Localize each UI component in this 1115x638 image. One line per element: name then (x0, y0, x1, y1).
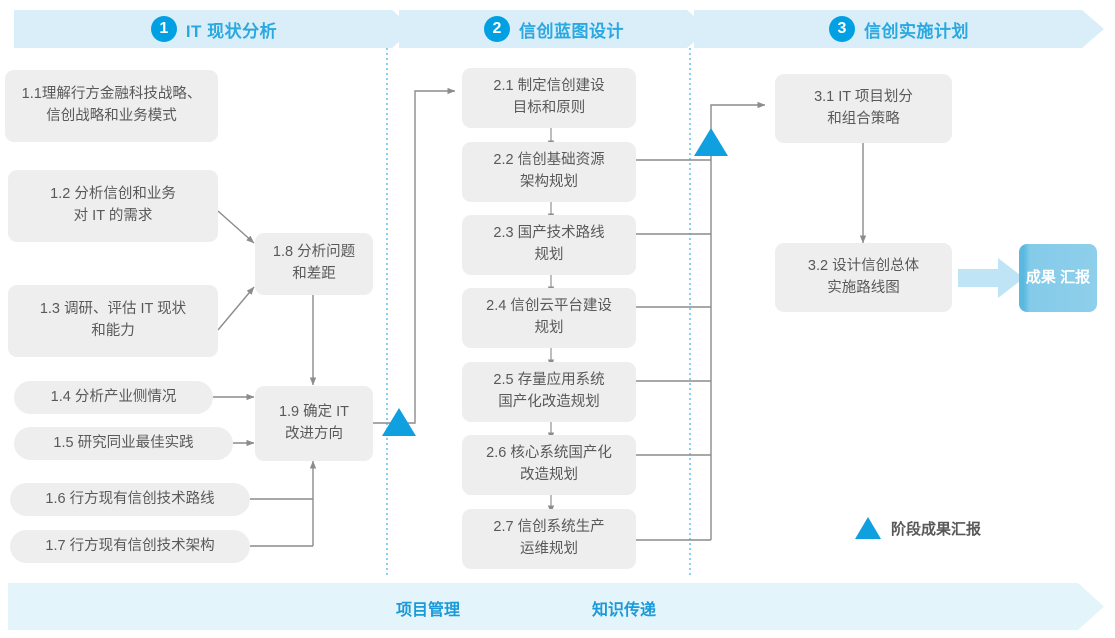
task-line: 规划 (534, 320, 564, 336)
task-line: 目标和原则 (512, 100, 586, 116)
task-line: 2.6 核心系统国产化 (486, 445, 612, 462)
task-box-2-7[interactable]: 2.7 信创系统生产 运维规划 (462, 509, 636, 569)
phase-number-3: 3 (829, 16, 855, 42)
wire-phase2-collector-to-3-1 (710, 101, 766, 540)
task-line: 2.7 信创系统生产 (493, 519, 605, 536)
phase-banner-3[interactable]: 3 信创实施计划 (694, 10, 1104, 48)
task-line: 改造规划 (520, 467, 578, 483)
lane-label-knowledge-transfer: 知识传递 (592, 602, 657, 619)
task-box-3-1[interactable]: 3.1 IT 项目划分 和组合策略 (775, 74, 952, 143)
result-line: 汇报 (1060, 268, 1091, 286)
task-line: 国产化改造规划 (498, 394, 600, 410)
phase-title-1: IT 现状分析 (185, 21, 278, 41)
task-line: 2.1 制定信创建设 (493, 78, 605, 95)
result-line: 成果 (1025, 268, 1056, 286)
phase-banner-2[interactable]: 2 信创蓝图设计 (399, 10, 709, 48)
result-badge[interactable]: 成果 汇报 (1019, 244, 1097, 312)
task-line: 1.4 分析产业侧情况 (50, 388, 177, 405)
milestone-triangle-phase2 (694, 128, 728, 156)
task-box-1-9[interactable]: 1.9 确定 IT 改进方向 (255, 386, 373, 461)
wire-1-3-to-1-8 (217, 286, 255, 331)
task-box-2-1[interactable]: 2.1 制定信创建设 目标和原则 (462, 68, 636, 128)
task-line: 和差距 (292, 266, 336, 282)
phase-banner-1[interactable]: 1 IT 现状分析 (14, 10, 414, 48)
task-box-3-2[interactable]: 3.2 设计信创总体 实施路线图 (775, 243, 952, 312)
task-line: 1.2 分析信创和业务 (50, 186, 176, 203)
task-line: 1.3 调研、评估 IT 现状 (39, 301, 187, 318)
task-line: 和组合策略 (827, 110, 900, 127)
task-line: 2.5 存量应用系统 (493, 372, 605, 389)
task-line: 3.1 IT 项目划分 (814, 88, 913, 105)
task-box-2-4[interactable]: 2.4 信创云平台建设 规划 (462, 288, 636, 348)
phase-number-1: 1 (151, 16, 177, 42)
task-box-1-1[interactable]: 1.1理解行方金融科技战略、 信创战略和业务模式 (5, 70, 218, 142)
wire-1-2-to-1-8 (217, 210, 255, 244)
legend-label: 阶段成果汇报 (891, 520, 982, 538)
task-box-2-5[interactable]: 2.5 存量应用系统 国产化改造规划 (462, 362, 636, 422)
phase-title-3: 信创实施计划 (864, 21, 969, 41)
wire-1-9-to-2-1 (373, 87, 456, 424)
task-line: 改进方向 (284, 425, 343, 442)
task-line: 2.2 信创基础资源 (493, 152, 605, 169)
task-line: 信创战略和业务模式 (46, 108, 177, 124)
task-line: 1.7 行方现有信创技术架构 (45, 537, 215, 554)
task-box-2-3[interactable]: 2.3 国产技术路线 规划 (462, 215, 636, 275)
task-box-1-6[interactable]: 1.6 行方现有信创技术路线 (10, 483, 250, 516)
bottom-lane (8, 583, 1104, 630)
task-line: 1.6 行方现有信创技术路线 (45, 490, 215, 507)
task-box-1-7[interactable]: 1.7 行方现有信创技术架构 (10, 530, 250, 563)
task-line: 2.4 信创云平台建设 (486, 298, 612, 315)
task-line: 3.2 设计信创总体 (807, 257, 920, 274)
task-box-1-8[interactable]: 1.8 分析问题 和差距 (255, 233, 373, 295)
task-line: 实施路线图 (827, 279, 900, 296)
legend: 阶段成果汇报 (855, 517, 981, 539)
task-box-1-2[interactable]: 1.2 分析信创和业务 对 IT 的需求 (8, 170, 218, 242)
task-box-2-2[interactable]: 2.2 信创基础资源 架构规划 (462, 142, 636, 202)
task-line: 1.1理解行方金融科技战略、 (21, 86, 202, 103)
task-line: 对 IT 的需求 (73, 208, 153, 224)
task-line: 2.3 国产技术路线 (493, 225, 605, 242)
milestone-triangle-phase1 (382, 408, 416, 436)
task-line: 架构规划 (520, 174, 578, 190)
task-box-1-3[interactable]: 1.3 调研、评估 IT 现状 和能力 (8, 285, 218, 357)
task-line: 1.8 分析问题 (272, 244, 356, 261)
task-line: 1.5 研究同业最佳实践 (53, 434, 194, 451)
task-line: 规划 (534, 247, 564, 263)
task-box-1-5[interactable]: 1.5 研究同业最佳实践 (14, 427, 233, 460)
task-line: 1.9 确定 IT (278, 403, 350, 420)
task-box-1-4[interactable]: 1.4 分析产业侧情况 (14, 381, 213, 414)
result-arrow-icon (958, 258, 1024, 298)
triangle-icon (855, 517, 881, 539)
task-line: 和能力 (91, 323, 135, 339)
phase-title-2: 信创蓝图设计 (519, 21, 624, 41)
lane-label-project-management: 项目管理 (396, 602, 461, 619)
task-line: 运维规划 (520, 541, 578, 557)
phase-number-2: 2 (484, 16, 510, 42)
task-box-2-6[interactable]: 2.6 核心系统国产化 改造规划 (462, 435, 636, 495)
